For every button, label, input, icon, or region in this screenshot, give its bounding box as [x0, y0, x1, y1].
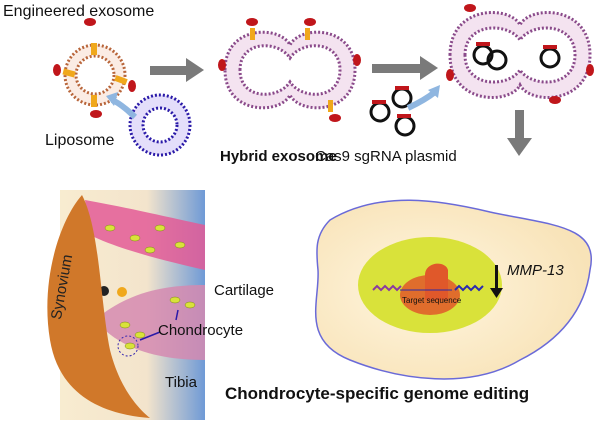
label-tibia: Tibia — [165, 374, 197, 391]
fusion-arrow — [110, 97, 138, 120]
label-cartilage: Cartilage — [214, 282, 275, 299]
hybrid-exosome — [218, 18, 361, 122]
loaded-hybrid-exosome — [446, 4, 594, 104]
label-hybrid-exosome: Hybrid exosome — [220, 148, 337, 165]
engineered-exosome — [53, 18, 136, 118]
liposome — [128, 93, 192, 157]
fusion-arrowhead — [106, 92, 118, 106]
label-engineered-exosome: Engineered exosome — [3, 3, 155, 20]
process-arrow-2 — [372, 56, 438, 80]
process-arrow-1 — [150, 58, 204, 82]
label-target-sequence: Target sequence — [402, 296, 462, 305]
label-gene: MMP-13 — [507, 262, 564, 279]
joint-illustration — [47, 190, 205, 420]
label-liposome: Liposome — [45, 132, 115, 149]
chondrocyte-cell — [314, 199, 593, 380]
process-arrow-down — [507, 110, 532, 156]
synovium — [47, 195, 151, 418]
label-chondrocyte: Chondrocyte — [158, 322, 244, 339]
plasmids — [369, 87, 416, 137]
figure-title: Chondrocyte-specific genome editing — [225, 384, 530, 403]
label-plasmid: Cas9 sgRNA plasmid — [315, 148, 457, 165]
